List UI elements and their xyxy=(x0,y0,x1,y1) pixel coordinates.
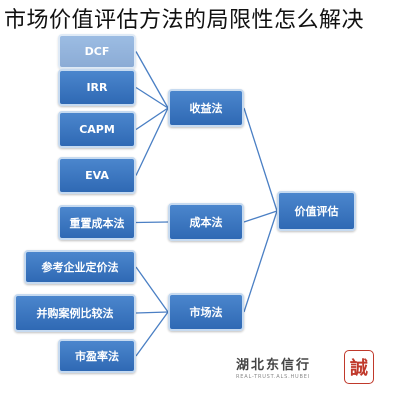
edge-cost-root xyxy=(243,210,278,223)
technique-node-eva: EVA xyxy=(58,157,136,194)
technique-node-dcf: DCF xyxy=(58,34,136,69)
edge-ma-case-market xyxy=(135,311,169,314)
technique-node-reference-company: 参考企业定价法 xyxy=(24,250,136,284)
edge-market-root xyxy=(243,210,278,313)
edge-irr-income xyxy=(135,86,169,109)
technique-node-ma-case: 并购案例比较法 xyxy=(14,294,136,332)
method-node-cost: 成本法 xyxy=(168,203,244,241)
page-title: 市场价值评估方法的局限性怎么解决 xyxy=(4,8,365,33)
edge-eva-income xyxy=(135,107,169,176)
technique-node-pe: 市盈率法 xyxy=(58,339,136,373)
root-node: 价值评估 xyxy=(277,191,356,231)
edge-income-root xyxy=(243,107,278,212)
seal-icon: 誠 xyxy=(344,350,374,384)
edge-dcf-income xyxy=(135,51,169,109)
method-node-income: 收益法 xyxy=(168,89,244,127)
watermark-logo: 湖北东信行 REAL-TRUST.ALS.HUBEI 誠 xyxy=(236,346,378,390)
technique-node-irr: IRR xyxy=(58,69,136,106)
technique-node-capm: CAPM xyxy=(58,111,136,148)
watermark-subtext: REAL-TRUST.ALS.HUBEI xyxy=(236,374,310,380)
edge-capm-income xyxy=(135,107,169,131)
edge-replacement-cost-cost xyxy=(135,221,169,224)
technique-node-replacement-cost: 重置成本法 xyxy=(58,205,136,240)
edge-pe-market xyxy=(135,311,169,357)
method-node-market: 市场法 xyxy=(168,293,244,331)
watermark-text: 湖北东信行 xyxy=(236,358,312,373)
edge-reference-company-market xyxy=(135,266,169,313)
